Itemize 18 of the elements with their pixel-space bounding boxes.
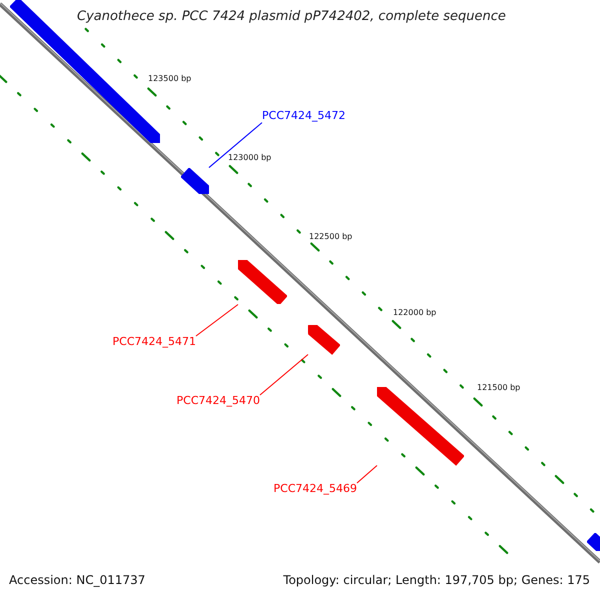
scale-label: 122000 bp <box>393 308 436 318</box>
leader-line <box>208 122 262 168</box>
gene-name: PCC7424_5472 <box>262 110 346 123</box>
scale-label: 123500 bp <box>148 74 192 84</box>
leader-line <box>356 465 378 484</box>
leader-line <box>260 354 308 396</box>
gene-arrow <box>308 325 340 355</box>
leader-line <box>196 304 238 336</box>
sequence-info-text: Topology: circular; Length: 197,705 bp; Genes: 175 <box>283 574 590 588</box>
gene-arrow <box>377 387 464 466</box>
gene-name: PCC7424_5470 <box>176 395 260 408</box>
gene-arrow <box>238 260 287 304</box>
gene-arrow <box>586 532 600 552</box>
gene-name: PCC7424_5469 <box>274 483 357 496</box>
gene-name: PCC7424_5471 <box>112 336 196 349</box>
accession-text: Accession: NC_011737 <box>9 574 146 588</box>
diagram-title: Cyanothece sp. PCC 7424 plasmid pP742402, complete sequence <box>77 10 506 25</box>
gene-arrow <box>180 168 209 194</box>
